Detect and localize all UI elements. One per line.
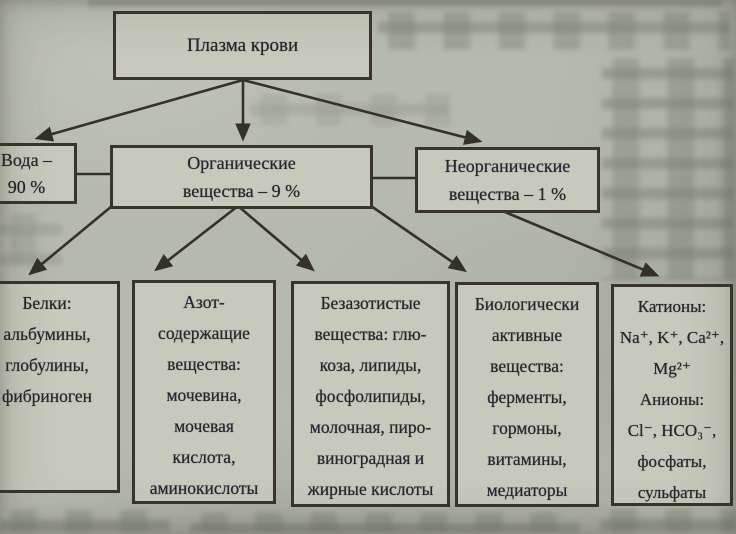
text-line: содержащие (158, 323, 250, 343)
text-line: кислота, (172, 447, 236, 467)
text-line: Азот- (183, 292, 225, 312)
connector-plasma-water (34, 78, 244, 142)
text-line: витамины, (487, 449, 567, 469)
text-line: вещества: (490, 356, 564, 376)
text-line: Mg²⁺ (653, 359, 691, 378)
text-line: коза, липиды, (319, 355, 422, 375)
connector-inorganic-ions (499, 208, 660, 277)
node-water: Вода – 90 % (0, 143, 77, 204)
text-line: молочная, пиро- (309, 417, 432, 437)
connector-organic-proteins (28, 204, 113, 276)
text-line: Органические (187, 153, 296, 173)
connector-organic-nitrogen-free (237, 205, 315, 272)
text-line: аминокислоты (149, 478, 259, 498)
text-line: виноградная и (316, 448, 425, 468)
node-bioactive-substances: Биологически активные вещества: ферменты… (455, 282, 599, 507)
text-line: Безазотистые (320, 293, 421, 313)
text-line: фибриноген (2, 386, 92, 406)
text-line: Неорганические (444, 156, 571, 176)
node-ions: Катионы: Na⁺, K⁺, Ca²⁺, Mg²⁺ Анионы: Cl⁻… (611, 284, 733, 506)
text-line: Вода – (0, 149, 53, 170)
node-organic-substances: Органические вещества – 9 % (110, 145, 373, 209)
text-line: вещества: (167, 354, 241, 374)
node-inorganic-substances: Неорганические вещества – 1 % (415, 147, 600, 213)
text-line: Белки: (22, 293, 72, 313)
text-line: вещества – 9 % (182, 181, 301, 201)
text-line: фосфаты, (637, 452, 707, 471)
node-plasma: Плазма крови (113, 11, 372, 80)
node-nitrogenous-substances: Азот- содержащие вещества: мочевина, моч… (132, 280, 276, 504)
text-line: Катионы: (637, 297, 707, 316)
text-line: мочевая (174, 416, 234, 436)
text-line: вещества: глю- (314, 324, 427, 344)
connector-organic-nitrogenous (154, 204, 239, 272)
connector-organic-bioactive (370, 204, 467, 273)
text-line: гормоны, (492, 418, 562, 438)
text-line: 90 % (7, 176, 46, 197)
text-line: вещества – 1 % (448, 184, 567, 204)
node-nitrogen-free-substances: Безазотистые вещества: глю- коза, липиды… (291, 281, 450, 507)
node-proteins: Белки: альбумины, глобулины, фибриноген (0, 281, 120, 493)
text-line: Cl⁻, HCO₃⁻, (627, 421, 717, 440)
connector-plasma-inorganic (242, 78, 483, 145)
text-line: активные (491, 325, 563, 345)
text-line: глобулины, (5, 355, 89, 375)
text-line: мочевина, (166, 385, 242, 405)
text-line: сульфаты (637, 483, 707, 502)
text-line: Биологически (474, 294, 580, 314)
text-line: ферменты, (487, 387, 567, 407)
text-line: альбумины, (3, 324, 91, 344)
text-line: фосфолипиды, (315, 386, 426, 406)
text-line: медиаторы (486, 480, 568, 500)
text-line: жирные кислоты (307, 479, 434, 499)
text-line: Анионы: (639, 390, 705, 409)
text-line: Na⁺, K⁺, Ca²⁺, (619, 328, 725, 347)
node-label: Плазма крови (186, 34, 299, 56)
